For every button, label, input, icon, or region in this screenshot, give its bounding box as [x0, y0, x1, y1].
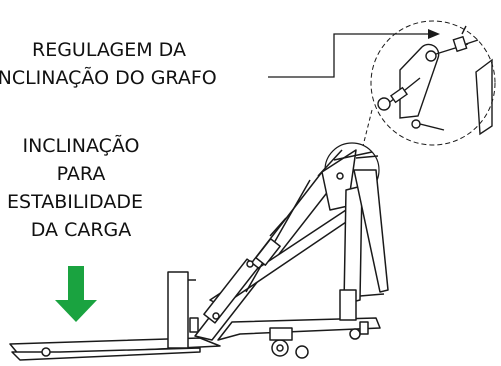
stability-label-line1: INCLINAÇÃO	[22, 135, 140, 157]
crane-structure	[9, 149, 389, 361]
pointer-arrow-icon	[268, 29, 440, 78]
adjust-label-line1: REGULAGEM DA	[32, 39, 186, 61]
detail-circle	[370, 20, 496, 146]
stability-label-line2: PARA	[56, 163, 106, 185]
detail-leader	[362, 109, 373, 147]
detail-adjuster	[377, 25, 493, 136]
stability-label-line4: DA CARGA	[30, 219, 132, 241]
down-arrow-icon	[55, 266, 97, 322]
adjust-label-line2: INCLINAÇÃO DO GRAFO	[0, 67, 217, 89]
stability-label-line3: ESTABILIDADE	[7, 191, 143, 213]
